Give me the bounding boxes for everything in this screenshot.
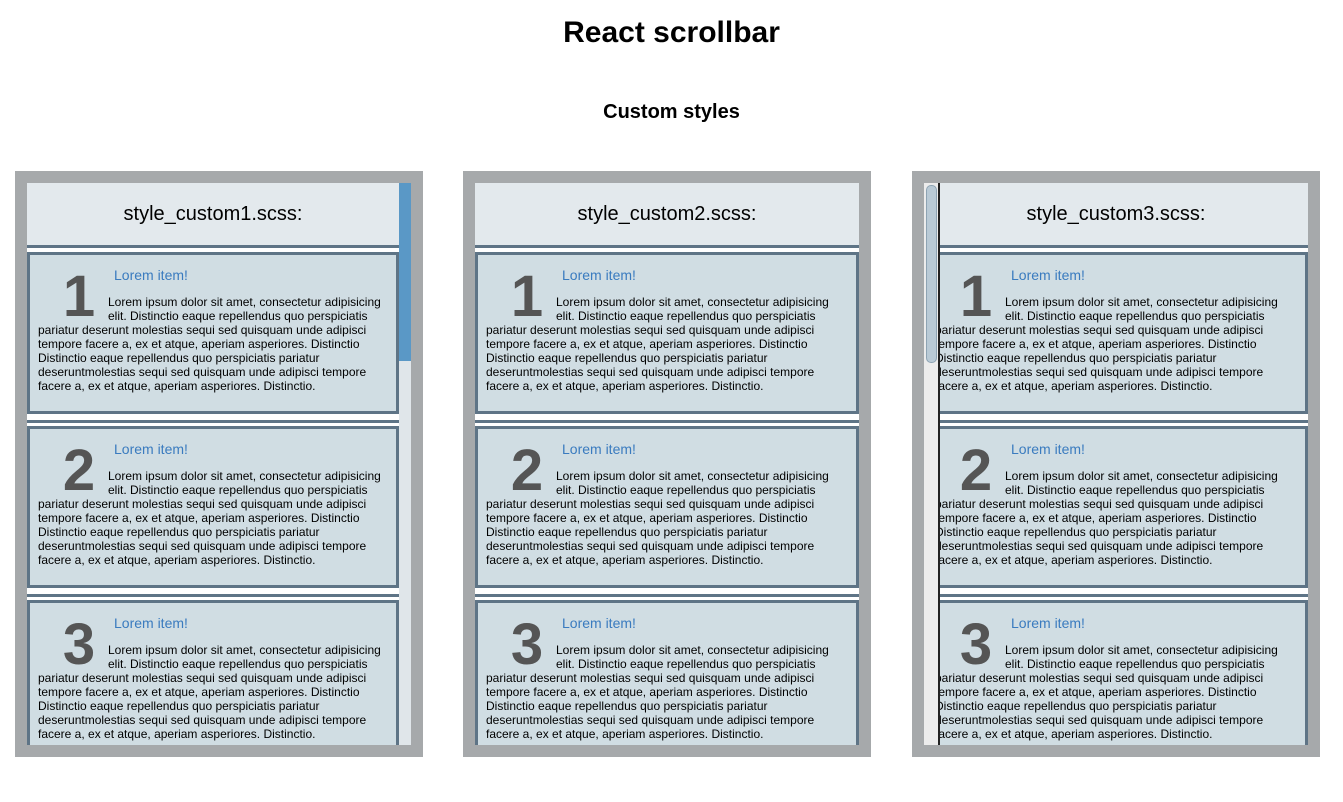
item-text: Lorem ipsum dolor sit amet, consectetur … [486, 469, 829, 567]
list-item: 1 Lorem item! Lorem ipsum dolor sit amet… [924, 252, 1308, 414]
list-item: 1 Lorem item! Lorem ipsum dolor sit amet… [27, 252, 399, 414]
vertical-scrollbar[interactable] [924, 183, 940, 745]
item-number: 1 [959, 264, 993, 329]
item-number: 3 [510, 612, 544, 677]
scrollbar-thumb[interactable] [399, 183, 411, 361]
item-text: Lorem ipsum dolor sit amet, consectetur … [38, 295, 381, 393]
scroll-panel-custom2: style_custom2.scss: 1 Lorem item! Lorem … [463, 171, 871, 757]
item-title: Lorem item! [1011, 441, 1085, 457]
divider [475, 588, 859, 597]
item-text: Lorem ipsum dolor sit amet, consectetur … [935, 295, 1278, 393]
panel-header: style_custom1.scss: [27, 183, 399, 248]
item-title: Lorem item! [114, 267, 188, 283]
scroll-area[interactable]: style_custom2.scss: 1 Lorem item! Lorem … [475, 183, 859, 745]
list-item: 3 Lorem item! Lorem ipsum dolor sit amet… [27, 600, 399, 745]
item-text: Lorem ipsum dolor sit amet, consectetur … [38, 643, 381, 741]
item-number: 1 [510, 264, 544, 329]
scroll-area[interactable]: style_custom1.scss: 1 Lorem item! Lorem … [27, 183, 411, 745]
page-title: React scrollbar [563, 16, 780, 49]
item-title: Lorem item! [114, 441, 188, 457]
item-text: Lorem ipsum dolor sit amet, consectetur … [486, 643, 829, 741]
panel-header-label: style_custom3.scss: [1026, 202, 1206, 225]
panel-header-label: style_custom2.scss: [577, 202, 757, 225]
scroll-panel-custom3: style_custom3.scss: 1 Lorem item! Lorem … [912, 171, 1320, 757]
item-number: 2 [510, 438, 544, 503]
item-text: Lorem ipsum dolor sit amet, consectetur … [486, 295, 829, 393]
item-number: 3 [62, 612, 96, 677]
panel-header: style_custom2.scss: [475, 183, 859, 248]
divider [924, 414, 1308, 423]
item-title: Lorem item! [562, 267, 636, 283]
item-number: 1 [62, 264, 96, 329]
scrollbar-thumb[interactable] [926, 185, 937, 363]
list-item: 2 Lorem item! Lorem ipsum dolor sit amet… [475, 426, 859, 588]
item-text: Lorem ipsum dolor sit amet, consectetur … [935, 643, 1278, 741]
list-item: 3 Lorem item! Lorem ipsum dolor sit amet… [475, 600, 859, 745]
item-title: Lorem item! [1011, 267, 1085, 283]
item-number: 2 [959, 438, 993, 503]
item-title: Lorem item! [1011, 615, 1085, 631]
list-item: 2 Lorem item! Lorem ipsum dolor sit amet… [924, 426, 1308, 588]
list-item: 2 Lorem item! Lorem ipsum dolor sit amet… [27, 426, 399, 588]
list-item: 1 Lorem item! Lorem ipsum dolor sit amet… [475, 252, 859, 414]
panel-header-label: style_custom1.scss: [123, 202, 303, 225]
scroll-area[interactable]: style_custom3.scss: 1 Lorem item! Lorem … [924, 183, 1308, 745]
item-text: Lorem ipsum dolor sit amet, consectetur … [935, 469, 1278, 567]
item-number: 3 [959, 612, 993, 677]
divider [27, 588, 399, 597]
scroll-panel-custom1: style_custom1.scss: 1 Lorem item! Lorem … [15, 171, 423, 757]
divider [27, 414, 399, 423]
item-title: Lorem item! [114, 615, 188, 631]
divider [475, 414, 859, 423]
item-text: Lorem ipsum dolor sit amet, consectetur … [38, 469, 381, 567]
item-number: 2 [62, 438, 96, 503]
vertical-scrollbar[interactable] [399, 183, 411, 745]
section-title: Custom styles [603, 101, 740, 123]
list-item: 3 Lorem item! Lorem ipsum dolor sit amet… [924, 600, 1308, 745]
item-title: Lorem item! [562, 441, 636, 457]
panel-header: style_custom3.scss: [924, 183, 1308, 248]
item-title: Lorem item! [562, 615, 636, 631]
divider [924, 588, 1308, 597]
